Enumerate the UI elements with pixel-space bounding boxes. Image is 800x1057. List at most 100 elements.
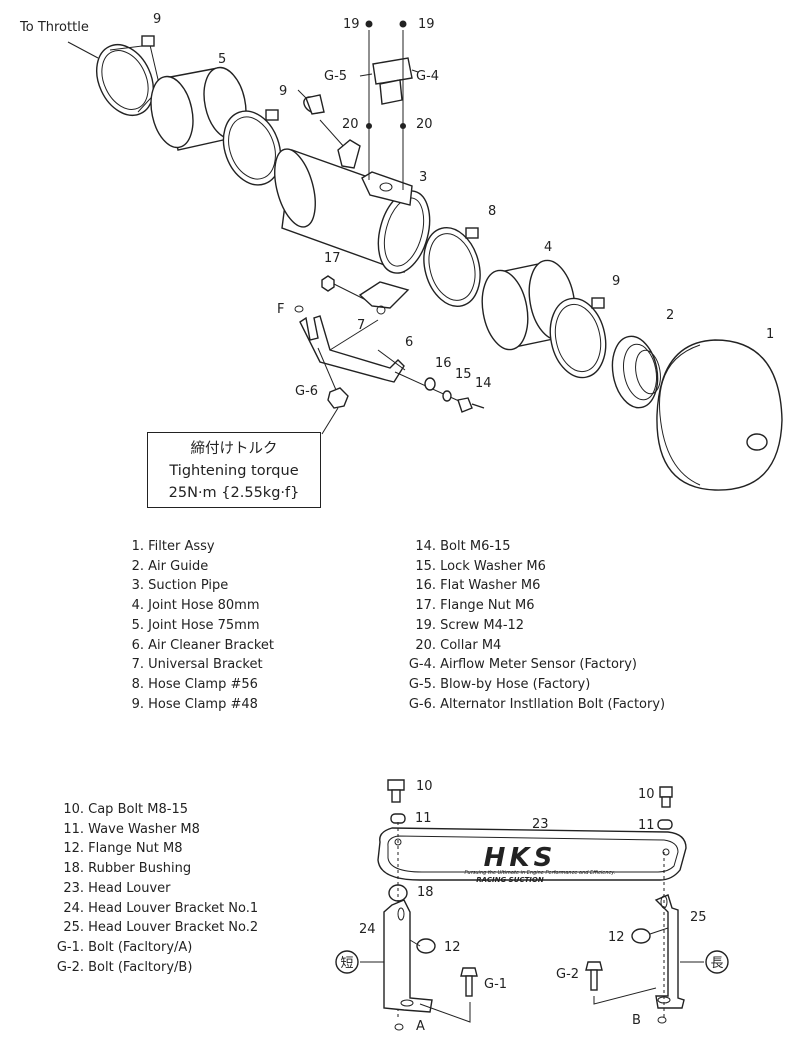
list-item: 25. Head Louver Bracket No.2 bbox=[63, 920, 259, 936]
hose-clamp-9-middle bbox=[222, 109, 282, 186]
callout-10a: 10 bbox=[416, 779, 433, 794]
callout-20b: 20 bbox=[416, 117, 433, 132]
callout-9a: 9 bbox=[153, 12, 161, 27]
torque-value: 25N·m {2.55kg·f} bbox=[168, 485, 300, 501]
rubber-bushing-18 bbox=[388, 884, 408, 902]
to-throttle-line bbox=[67, 41, 99, 59]
list-item: G-1. Bolt (Facltory/A) bbox=[56, 939, 193, 955]
list-item: 14. Bolt M6-15 bbox=[415, 539, 511, 554]
air-guide-2 bbox=[611, 335, 661, 409]
callout-2: 2 bbox=[666, 308, 674, 323]
list-item: 24. Head Louver Bracket No.1 bbox=[63, 900, 259, 916]
callout-23: 23 bbox=[532, 817, 549, 832]
callout-g5: G-5 bbox=[324, 69, 347, 84]
bolt-14 bbox=[457, 397, 485, 413]
callout-a: A bbox=[416, 1019, 425, 1034]
hose-clamp-9-left bbox=[96, 35, 161, 116]
bolt-g1-leader bbox=[419, 1002, 471, 1023]
list-item: 6. Air Cleaner Bracket bbox=[131, 637, 275, 653]
lock-washer-15 bbox=[442, 390, 452, 402]
callout-24: 24 bbox=[359, 922, 376, 937]
alternator-bolt-g6 bbox=[317, 347, 349, 409]
callout-19b: 19 bbox=[418, 17, 435, 32]
cap-bolt-10-right bbox=[659, 786, 673, 808]
bolt-g2-leader bbox=[593, 987, 657, 1005]
list-item: 16. Flat Washer M6 bbox=[415, 578, 541, 594]
list-item: 5. Joint Hose 75mm bbox=[131, 617, 260, 633]
flange-nut-leader-right bbox=[649, 927, 669, 935]
callout-12a: 12 bbox=[444, 940, 461, 955]
torque-title-en: Tightening torque bbox=[169, 463, 299, 479]
callout-15: 15 bbox=[455, 367, 472, 382]
list-item: 20. Collar M4 bbox=[415, 637, 502, 653]
joint-hose-5 bbox=[150, 66, 247, 151]
callout-16: 16 bbox=[435, 356, 452, 371]
airflow-meter-sensor bbox=[359, 57, 419, 105]
callout-14: 14 bbox=[475, 376, 492, 391]
callout-9b: 9 bbox=[279, 84, 287, 99]
screw-19-left bbox=[365, 20, 373, 28]
callout-11a: 11 bbox=[415, 811, 432, 826]
list-item: G-5. Blow-by Hose (Factory) bbox=[408, 676, 591, 692]
callout-6: 6 bbox=[405, 335, 413, 350]
flange-nut-12-left bbox=[416, 938, 436, 954]
bolt-g2 bbox=[585, 961, 603, 991]
parts-list-right: 14. Bolt M6-15 15. Lock Washer M6 16. Fl… bbox=[396, 537, 665, 714]
callout-11b: 11 bbox=[638, 818, 655, 833]
long-mark-circle bbox=[705, 950, 729, 974]
hose-clamp-9-small bbox=[297, 89, 346, 149]
callout-4: 4 bbox=[544, 240, 552, 255]
list-item: 10. Cap Bolt M8-15 bbox=[63, 802, 189, 817]
callout-g2: G-2 bbox=[556, 967, 579, 982]
head-louver-bracket-25 bbox=[654, 894, 685, 1009]
louver-brand-logo: HKS bbox=[484, 843, 557, 873]
callout-5: 5 bbox=[218, 52, 226, 67]
callout-b: B bbox=[632, 1013, 641, 1028]
to-throttle-label: To Throttle bbox=[19, 20, 89, 35]
louver-tagline: Pursuing the Ultimate in Engine Performa… bbox=[465, 870, 616, 876]
flange-nut-leader-left bbox=[409, 939, 421, 947]
long-mark-label: 長 bbox=[710, 956, 723, 971]
suction-pipe-3 bbox=[274, 139, 431, 274]
collar-20-right bbox=[400, 123, 406, 129]
screw-19-right bbox=[399, 20, 407, 28]
louver-product: RACING SUCTION bbox=[476, 876, 544, 884]
list-item: 2. Air Guide bbox=[131, 558, 209, 574]
head-louver-bracket-24 bbox=[383, 899, 433, 1013]
list-item: 1. Filter Assy bbox=[131, 539, 215, 554]
callout-20a: 20 bbox=[342, 117, 359, 132]
callout-17: 17 bbox=[324, 251, 341, 266]
flat-washer-16 bbox=[424, 377, 436, 391]
tightening-torque-box: 締付けトルク Tightening torque 25N·m {2.55kg·f… bbox=[147, 432, 321, 508]
wave-washer-11-left bbox=[390, 813, 406, 824]
callout-8: 8 bbox=[488, 204, 496, 219]
list-item: 19. Screw M4-12 bbox=[415, 617, 525, 633]
list-item: 12. Flange Nut M8 bbox=[63, 841, 183, 857]
callout-7: 7 bbox=[357, 318, 365, 333]
list-item: 4. Joint Hose 80mm bbox=[131, 598, 260, 614]
list-item: 15. Lock Washer M6 bbox=[415, 558, 546, 574]
hose-clamp-8 bbox=[423, 227, 481, 307]
flange-nut-12-right bbox=[631, 928, 651, 944]
parts-list-bottom: 10. Cap Bolt M8-15 11. Wave Washer M8 12… bbox=[46, 800, 258, 977]
torque-title-jp: 締付けトルク bbox=[190, 441, 278, 457]
cap-bolt-10-left bbox=[387, 779, 405, 803]
callout-1: 1 bbox=[766, 327, 774, 342]
list-item: G-4. Airflow Meter Sensor (Factory) bbox=[408, 657, 638, 673]
list-item: 17. Flange Nut M6 bbox=[415, 598, 535, 614]
list-item: 23. Head Louver bbox=[63, 880, 171, 896]
list-item: G-2. Bolt (Facltory/B) bbox=[56, 959, 193, 975]
air-cleaner-bracket-6 bbox=[299, 315, 406, 383]
list-item: G-6. Alternator Instllation Bolt (Factor… bbox=[408, 696, 666, 712]
hole-a bbox=[394, 1023, 404, 1031]
wave-washer-11-right bbox=[657, 819, 673, 830]
callout-12b: 12 bbox=[608, 930, 625, 945]
callout-3: 3 bbox=[419, 170, 427, 185]
callout-18: 18 bbox=[417, 885, 434, 900]
callout-f: F bbox=[277, 302, 284, 317]
list-item: 11. Wave Washer M8 bbox=[63, 821, 200, 837]
callout-19a: 19 bbox=[343, 17, 360, 32]
universal-bracket-7 bbox=[358, 281, 410, 315]
hole-b bbox=[657, 1016, 667, 1024]
